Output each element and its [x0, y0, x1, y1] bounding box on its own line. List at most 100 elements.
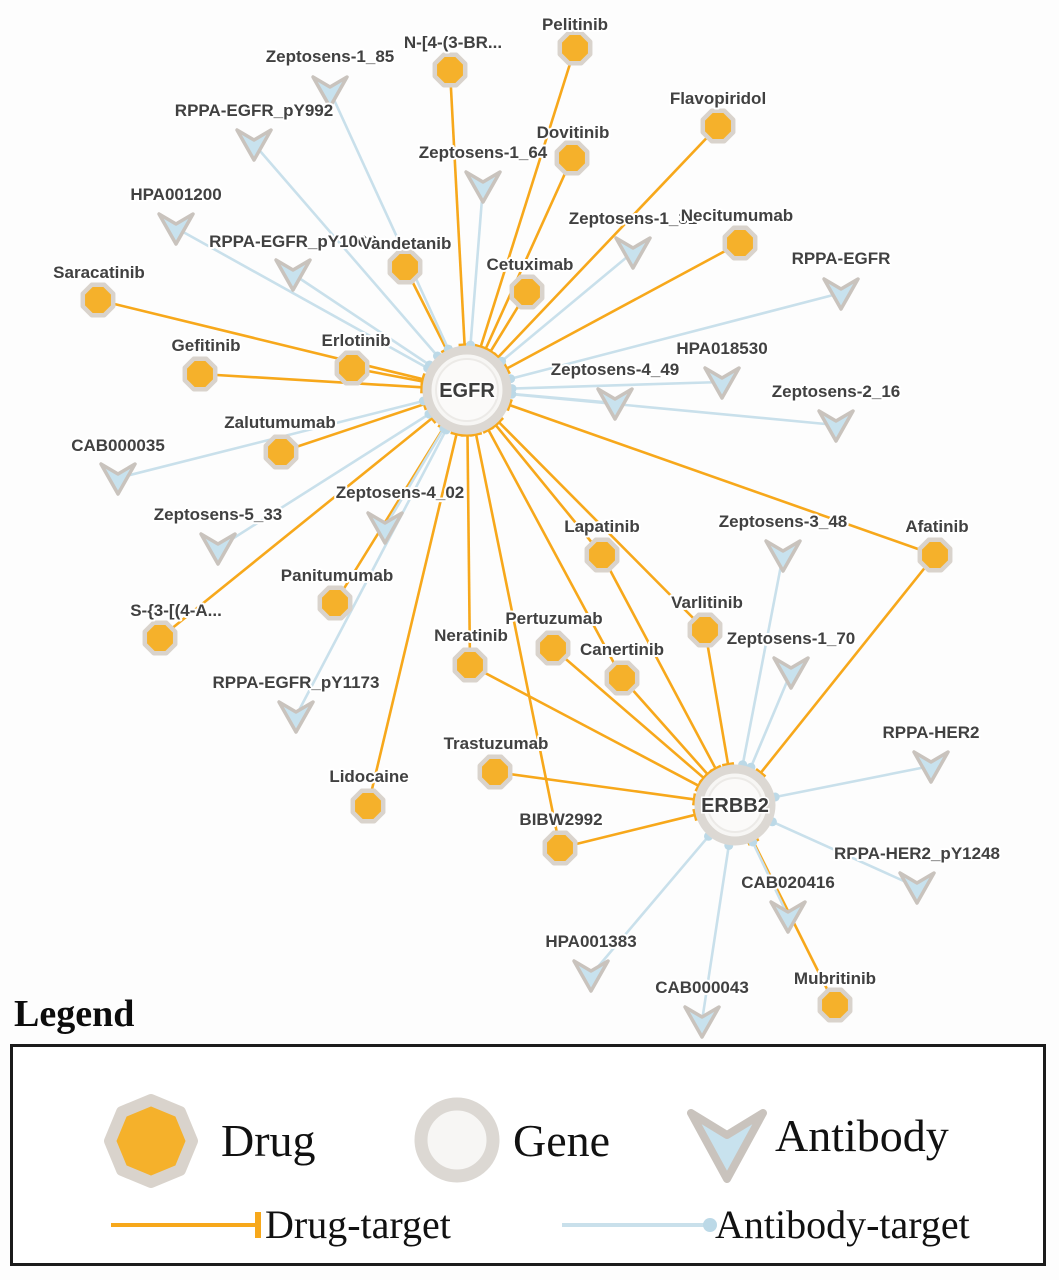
legend-title: Legend	[14, 993, 135, 1035]
drug-node-trastuzumab[interactable]	[477, 754, 513, 790]
edge-egfr-rppa-egfr-py992	[253, 143, 439, 357]
antibody-node-zeptosens-1-70[interactable]	[772, 656, 810, 690]
antibody-node-rppa-egfr[interactable]	[822, 277, 860, 311]
edge-egfr-neratinib	[466, 434, 472, 666]
antibody-node-zeptosens-2-16[interactable]	[817, 409, 855, 443]
antibody-node-zeptosens-5-33[interactable]	[199, 532, 237, 566]
drug-node-varlitinib[interactable]	[687, 612, 723, 648]
edge-egfr-canertinib	[487, 428, 624, 679]
drug-node-s-3-4-a[interactable]	[142, 620, 178, 656]
tee-erlotinib	[420, 375, 426, 388]
drug-node-flavopiridol[interactable]	[700, 108, 736, 144]
nodes-layer	[80, 30, 953, 1039]
tee-trastuzumab	[692, 793, 697, 806]
zeptosens-4-49-label: Zeptosens-4_49	[551, 360, 680, 379]
antibody-node-cab020416[interactable]	[769, 900, 807, 934]
antibody-node-zeptosens-1-85[interactable]	[311, 75, 349, 109]
lapatinib-label: Lapatinib	[564, 517, 640, 536]
drug-node-mubritinib[interactable]	[817, 987, 853, 1023]
drug-node-bibw2992[interactable]	[542, 830, 578, 866]
drug-node-gefitinib[interactable]	[182, 356, 218, 392]
antibody-node-rppa-egfr-py1068[interactable]	[274, 258, 312, 292]
edge-egfr-varlitinib	[497, 421, 706, 631]
edge-egfr-flavopiridol	[497, 125, 719, 359]
drug-node-cetuximab[interactable]	[509, 274, 545, 310]
tee-afatinib	[505, 398, 513, 412]
antibody-node-rppa-egfr-py1173[interactable]	[277, 700, 315, 734]
zeptosens-5-33-label: Zeptosens-5_33	[154, 505, 283, 524]
edge-erbb2-neratinib	[469, 663, 700, 787]
rppa-egfr-label: RPPA-EGFR	[792, 249, 891, 268]
gene-node-erbb2[interactable]	[694, 764, 776, 846]
edge-erbb2-bibw2992	[559, 813, 696, 850]
antibody-node-zeptosens-3-48[interactable]	[764, 539, 802, 573]
drug-node-necitumumab[interactable]	[722, 225, 758, 261]
edge-egfr-zeptosens-2-16	[511, 392, 837, 427]
tee-necitumumab	[502, 362, 511, 375]
egfr-label: EGFR	[439, 380, 495, 402]
antibody-node-rppa-egfr-py992[interactable]	[235, 128, 273, 162]
drug-node-lapatinib[interactable]	[584, 537, 620, 573]
gene-node-egfr[interactable]	[422, 345, 512, 435]
lidocaine-label: Lidocaine	[329, 767, 408, 786]
rppa-her2-label: RPPA-HER2	[883, 723, 980, 742]
drug-node-panitumumab[interactable]	[317, 585, 353, 621]
antibody-node-zeptosens-1-64[interactable]	[464, 170, 502, 204]
edge-erbb2-varlitinib	[703, 629, 730, 765]
drug-node-afatinib[interactable]	[917, 537, 953, 573]
antibody-node-zeptosens-4-49[interactable]	[596, 387, 634, 421]
drug-node-vandetanib[interactable]	[387, 249, 423, 285]
erbb2-label: ERBB2	[701, 795, 769, 817]
antibody-node-zeptosens-1-31[interactable]	[614, 236, 652, 270]
gene-legend-label: Gene	[513, 1115, 611, 1166]
zeptosens-4-02-label: Zeptosens-4_02	[336, 483, 465, 502]
edge-egfr-zeptosens-1-31	[500, 251, 634, 363]
drug-node-neratinib[interactable]	[452, 647, 488, 683]
edge-erbb2-rppa-her2-py1248	[771, 820, 918, 889]
drug-node-pertuzumab[interactable]	[535, 630, 571, 666]
antibody-node-cab000043[interactable]	[683, 1005, 721, 1039]
edge-erbb2-zeptosens-3-48	[741, 554, 785, 765]
antibody-node-rppa-her2-py1248[interactable]	[898, 871, 936, 905]
drug-target-legend-label: Drug-target	[265, 1202, 451, 1247]
edge-egfr-lapatinib	[494, 423, 604, 556]
drug-legend-icon	[104, 1094, 198, 1188]
drug-node-erlotinib[interactable]	[334, 350, 370, 386]
antibody-node-cab000035[interactable]	[99, 462, 137, 496]
bibw2992-label: BIBW2992	[519, 810, 602, 829]
drug-node-zalutumumab[interactable]	[263, 434, 299, 470]
edge-egfr-gefitinib	[199, 372, 423, 389]
edge-egfr-zeptosens-5-33	[217, 413, 430, 550]
edge-egfr-lidocaine	[366, 433, 458, 807]
tee-varlitinib	[493, 416, 505, 428]
edge-erbb2-pertuzumab	[552, 647, 705, 780]
network-canvas: EGFRERBB2Zeptosens-1_85RPPA-EGFR_pY992HP…	[51, 13, 1002, 1039]
edge-erbb2-zeptosens-1-70	[749, 671, 793, 768]
tee-bibw2992	[469, 431, 483, 437]
drug-node-dovitinib[interactable]	[554, 140, 590, 176]
drug-node-pelitinib[interactable]	[557, 30, 593, 66]
legend-box: Drug Gene Antibody Drug-target Antibody-…	[10, 1044, 1046, 1266]
antibody-legend-icon	[687, 1109, 767, 1183]
drug-target-legend-line	[111, 1212, 261, 1238]
antibody-node-hpa001200[interactable]	[157, 212, 195, 246]
edge-egfr-rppa-egfr-py1068	[292, 272, 431, 367]
saracatinib-label: Saracatinib	[53, 263, 145, 282]
antibody-node-zeptosens-4-02[interactable]	[366, 511, 404, 545]
antibody-node-hpa001383[interactable]	[572, 959, 610, 993]
drug-node-saracatinib[interactable]	[80, 282, 116, 318]
antibody-node-hpa018530[interactable]	[703, 366, 741, 400]
drug-node-lidocaine[interactable]	[350, 788, 386, 824]
erlotinib-label: Erlotinib	[322, 331, 391, 350]
edge-egfr-dovitinib	[484, 157, 574, 350]
pertuzumab-label: Pertuzumab	[505, 609, 602, 628]
flavopiridol-label: Flavopiridol	[670, 89, 766, 108]
drug-node-canertinib[interactable]	[604, 660, 640, 696]
rppa-egfr-py992-label: RPPA-EGFR_pY992	[175, 101, 333, 120]
drug-node-n-4-3-br[interactable]	[432, 52, 468, 88]
edge-erbb2-canertinib	[621, 677, 709, 776]
antibody-node-rppa-her2[interactable]	[912, 750, 950, 784]
edge-erbb2-lapatinib	[600, 554, 717, 770]
canertinib-label: Canertinib	[580, 640, 664, 659]
